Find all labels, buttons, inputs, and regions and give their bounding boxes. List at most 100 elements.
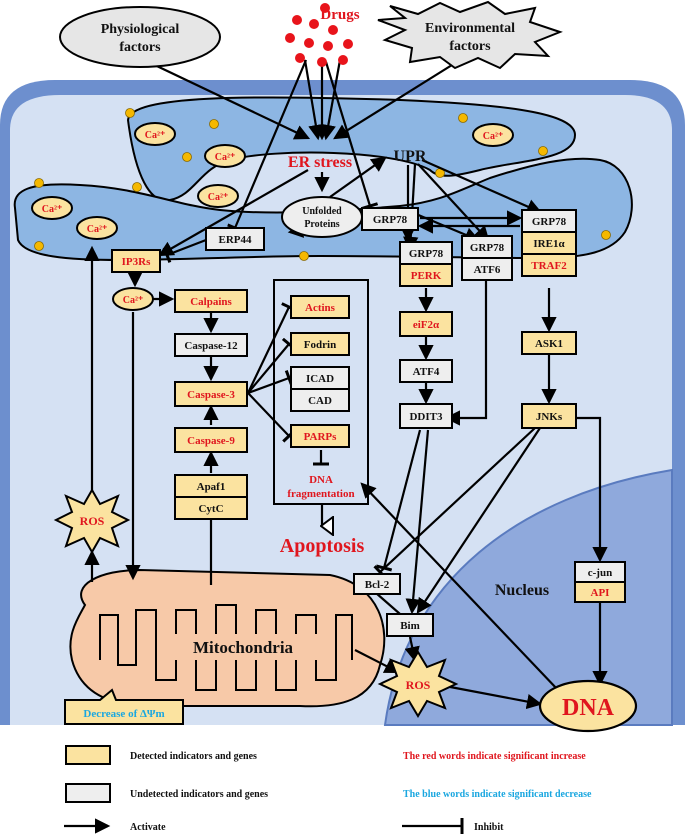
svg-text:Fodrin: Fodrin bbox=[304, 339, 336, 351]
legend-activate-label: Activate bbox=[130, 822, 166, 833]
apoptosis-label: Apoptosis bbox=[280, 535, 365, 557]
unfolded-proteins: Unfolded Proteins bbox=[281, 196, 363, 238]
traf2-box: TRAF2 bbox=[521, 253, 577, 277]
apaf1-box: Apaf1 bbox=[174, 474, 248, 498]
ros-right: ROS bbox=[377, 650, 459, 718]
svg-text:GRP78: GRP78 bbox=[409, 248, 444, 260]
legend: Detected indicators and genes Undetected… bbox=[64, 745, 592, 834]
atf6-box: ATF6 bbox=[461, 257, 513, 281]
dna-fragmentation-label: DNA bbox=[309, 474, 333, 486]
ca-bubble: Ca²⁺ bbox=[204, 144, 246, 168]
jnks-box: JNKs bbox=[521, 403, 577, 429]
ros-left: ROS bbox=[53, 487, 131, 555]
svg-text:Actins: Actins bbox=[305, 302, 336, 314]
apoptosis-frame bbox=[273, 279, 369, 505]
parps-box: PARPs bbox=[290, 424, 350, 448]
svg-text:PARPs: PARPs bbox=[304, 431, 338, 443]
api-box: API bbox=[574, 581, 626, 603]
svg-text:GRP78: GRP78 bbox=[532, 216, 567, 228]
physiological-factors: Physiological factors bbox=[59, 6, 221, 68]
mitochondria: Mitochondria bbox=[69, 568, 386, 708]
drugs-label: Drugs bbox=[320, 7, 359, 23]
legend-decrease-note: The blue words indicate significant decr… bbox=[403, 789, 592, 800]
er-stress-label: ER stress bbox=[288, 154, 352, 171]
caspase9-box: Caspase-9 bbox=[174, 427, 248, 453]
svg-text:CytC: CytC bbox=[198, 503, 223, 515]
svg-text:GRP78: GRP78 bbox=[373, 214, 408, 226]
svg-text:GRP78: GRP78 bbox=[470, 242, 505, 254]
legend-undetected-label: Undetected indicators and genes bbox=[130, 789, 268, 800]
svg-text:ROS: ROS bbox=[406, 678, 431, 692]
svg-text:ATF6: ATF6 bbox=[474, 264, 501, 276]
membrane-potential-callout: Decrease of ΔΨm bbox=[64, 688, 184, 725]
svg-text:ERP44: ERP44 bbox=[219, 234, 253, 246]
dna-node: DNA bbox=[538, 679, 638, 733]
svg-text:factors: factors bbox=[119, 40, 161, 55]
legend-increase-note: The red words indicate significant incre… bbox=[403, 751, 586, 762]
grp78-main-box: GRP78 bbox=[361, 207, 419, 231]
svg-text:Environmental: Environmental bbox=[425, 21, 515, 36]
calcium-bubbles: Ca²⁺ Ca²⁺ Ca²⁺ Ca²⁺ Ca²⁺ Ca²⁺ Ca²⁺ bbox=[31, 122, 514, 311]
calpains-box: Calpains bbox=[174, 289, 248, 313]
eif2a-box: eiF2α bbox=[399, 311, 453, 337]
svg-text:API: API bbox=[591, 587, 610, 599]
svg-text:c-jun: c-jun bbox=[588, 567, 612, 579]
nodes: GRP78 ERP44 IP3Rs GRP78 PERK GRP78 ATF6 … bbox=[111, 207, 626, 637]
svg-text:DDIT3: DDIT3 bbox=[409, 411, 443, 423]
svg-text:ICAD: ICAD bbox=[306, 373, 334, 385]
svg-text:IRE1α: IRE1α bbox=[533, 238, 565, 250]
svg-text:Decrease of ΔΨm: Decrease of ΔΨm bbox=[83, 708, 164, 720]
mitochondria-label: Mitochondria bbox=[193, 638, 294, 657]
legend-detected-label: Detected indicators and genes bbox=[130, 751, 257, 762]
caspase3-box: Caspase-3 bbox=[174, 381, 248, 407]
grp78-perk-box: GRP78 bbox=[399, 241, 453, 265]
ca-bubble: Ca²⁺ bbox=[76, 216, 118, 240]
atf4-box: ATF4 bbox=[399, 359, 453, 383]
ask1-box: ASK1 bbox=[521, 331, 577, 355]
ip3rs-box: IP3Rs bbox=[111, 249, 161, 273]
caspase12-box: Caspase-12 bbox=[174, 333, 248, 357]
ca-bubble: Ca²⁺ bbox=[112, 287, 154, 311]
svg-text:Ca²⁺: Ca²⁺ bbox=[215, 152, 236, 163]
cad-box: CAD bbox=[290, 388, 350, 412]
drugs: Drugs bbox=[285, 3, 360, 67]
grp78-ire-box: GRP78 bbox=[521, 209, 577, 233]
ca-bubble: Ca²⁺ bbox=[31, 196, 73, 220]
svg-text:ROS: ROS bbox=[80, 514, 105, 528]
ddit3-box: DDIT3 bbox=[399, 403, 453, 429]
svg-text:Ca²⁺: Ca²⁺ bbox=[483, 131, 504, 142]
legend-inhibit-label: Inhibit bbox=[474, 822, 504, 833]
erp44-box: ERP44 bbox=[205, 227, 265, 251]
svg-text:Ca²⁺: Ca²⁺ bbox=[208, 192, 229, 203]
drug-dots bbox=[285, 3, 353, 67]
ca-bubble: Ca²⁺ bbox=[134, 122, 176, 146]
grp78-atf6-box: GRP78 bbox=[461, 235, 513, 259]
svg-text:Ca²⁺: Ca²⁺ bbox=[123, 295, 144, 306]
legend-undetected-swatch bbox=[65, 783, 111, 803]
ca-bubble: Ca²⁺ bbox=[197, 184, 239, 208]
fodrin-box: Fodrin bbox=[290, 332, 350, 356]
legend-detected-swatch bbox=[65, 745, 111, 765]
svg-text:Caspase-9: Caspase-9 bbox=[187, 435, 235, 447]
svg-text:Proteins: Proteins bbox=[304, 219, 339, 230]
nucleus-label: Nucleus bbox=[495, 582, 549, 599]
svg-text:Caspase-12: Caspase-12 bbox=[184, 340, 238, 352]
svg-text:PERK: PERK bbox=[411, 270, 442, 282]
svg-text:Bcl-2: Bcl-2 bbox=[365, 579, 390, 591]
ca-bubble: Ca²⁺ bbox=[472, 123, 514, 147]
svg-text:Ca²⁺: Ca²⁺ bbox=[87, 224, 108, 235]
perk-box: PERK bbox=[399, 263, 453, 287]
cjun-box: c-jun bbox=[574, 561, 626, 583]
svg-text:Caspase-3: Caspase-3 bbox=[187, 389, 235, 401]
svg-text:IP3Rs: IP3Rs bbox=[122, 256, 151, 268]
actins-box: Actins bbox=[290, 295, 350, 319]
svg-text:Unfolded: Unfolded bbox=[302, 206, 342, 217]
svg-text:JNKs: JNKs bbox=[536, 411, 563, 423]
svg-text:Physiological: Physiological bbox=[101, 22, 180, 37]
svg-text:Calpains: Calpains bbox=[190, 296, 232, 308]
svg-text:Ca²⁺: Ca²⁺ bbox=[145, 130, 166, 141]
svg-text:DNA: DNA bbox=[562, 695, 615, 721]
icad-box: ICAD bbox=[290, 366, 350, 390]
